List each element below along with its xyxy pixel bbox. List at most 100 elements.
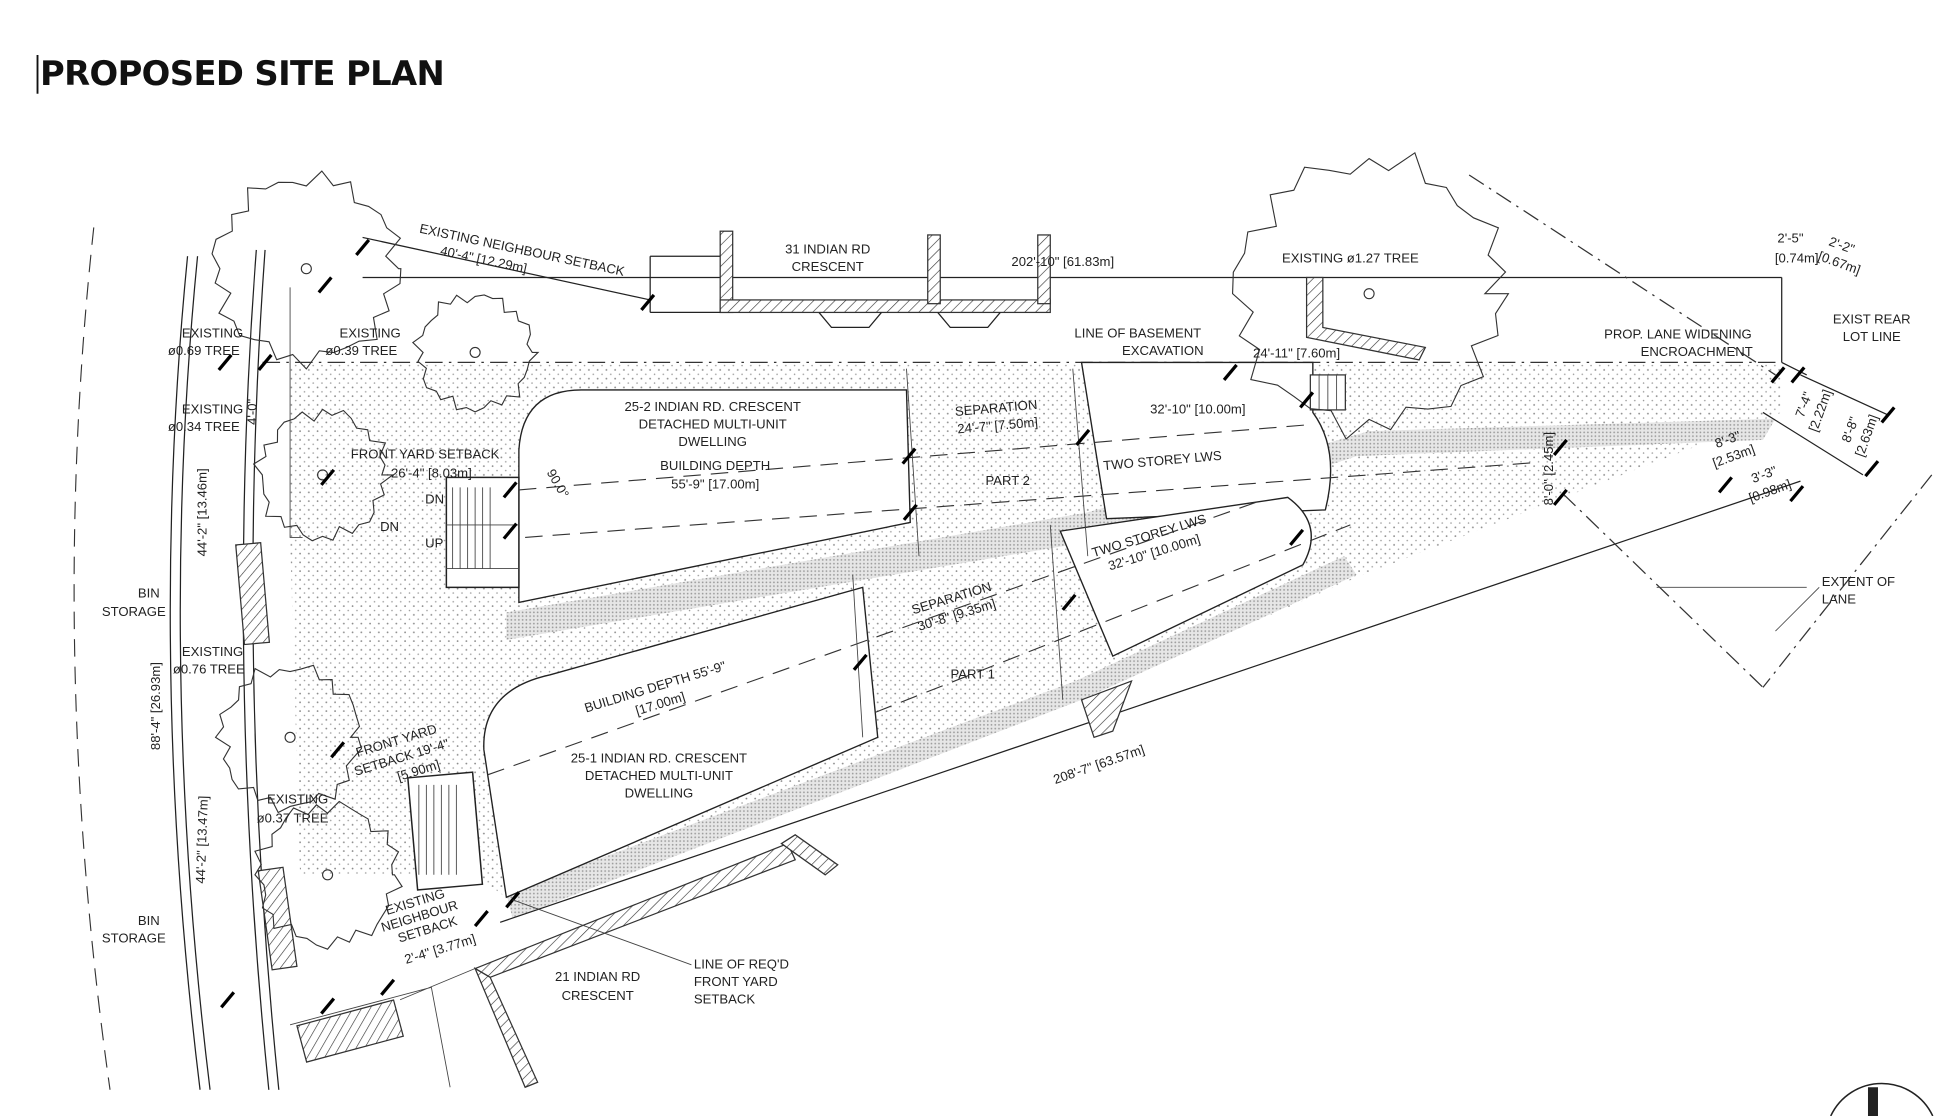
dimension-tick: [355, 238, 371, 256]
lws-part-2: [1080, 361, 1332, 520]
bin-storage-label-2: STORAGE: [102, 604, 166, 619]
dimension-tick: [317, 276, 333, 294]
extent-of-lane-label-2: LANE: [1822, 592, 1857, 607]
tree-127-label: EXISTING ø1.27 TREE: [1282, 250, 1419, 265]
dimension-tick: [1864, 460, 1880, 478]
indian-rd-21-label-2: CRESCENT: [562, 988, 634, 1003]
neighbour-building-31: [649, 230, 1051, 329]
neighbour-building-21: [289, 680, 1133, 1089]
req-front-yard-label: LINE OF REQ'D: [694, 957, 789, 972]
tree-039-label: EXISTING: [339, 325, 400, 340]
dim-2-5: 2'-5": [1777, 230, 1803, 245]
tree-canopy-icon: [254, 800, 403, 950]
north-arrow-icon: [1830, 1082, 1934, 1116]
part-1-label: PART 1: [951, 667, 995, 682]
extent-of-lane-lines: [1468, 174, 1933, 688]
dim-24-11: 24'-11" [7.60m]: [1253, 345, 1340, 360]
dimension-ticks: [217, 238, 1896, 1015]
dimension-tick: [380, 978, 396, 996]
dim-4-0: 4'-0": [244, 398, 259, 424]
south-lot-dimension: 208'-7" [63.57m]: [1051, 742, 1146, 787]
tree-canopy-icon: [252, 408, 395, 542]
page-title: PROPOSED SITE PLAN: [40, 54, 444, 93]
bin-storage-bottom-label-2: STORAGE: [102, 930, 166, 945]
dimension-tick: [1790, 366, 1806, 384]
walkway-band-lower: [506, 556, 1357, 919]
frontage-bottom-dim: 44'-2" [13.47m]: [193, 795, 211, 883]
setback-lines: [487, 368, 1538, 776]
dimension-tick: [217, 353, 233, 371]
front-yard-setback-dim: 26'-4" [8.03m]: [391, 465, 472, 480]
tree-039-label-2: ø0.39 TREE: [325, 343, 397, 358]
exist-rear-lot-line-2: LOT LINE: [1843, 329, 1901, 344]
bin-storage-bottom-label: BIN: [138, 913, 160, 928]
tree-trunk-icon: [300, 263, 312, 275]
dwelling-25-2-label: 25-2 INDIAN RD. CRESCENT: [625, 399, 801, 414]
dwelling-25-2-label-3: DWELLING: [678, 434, 747, 449]
lot-lines: [262, 236, 1889, 923]
dimension-tick: [502, 481, 518, 499]
dn-label-2: DN: [380, 519, 399, 534]
dimension-tick: [902, 503, 918, 521]
dwelling-25-1: [483, 586, 879, 899]
building-depth-2-dim: 55'-9" [17.00m]: [671, 477, 759, 492]
indian-rd-31-label: 31 INDIAN RD: [785, 242, 870, 257]
tree-trunk-icon: [469, 346, 481, 358]
dimension-tick: [502, 522, 518, 540]
tree-037-label: EXISTING: [267, 792, 328, 807]
dimension-tick: [1075, 428, 1091, 446]
part-2-label: PART 2: [986, 473, 1030, 488]
basement-excavation-label-2: EXCAVATION: [1122, 343, 1204, 358]
north-lot-dimension: 202'-10" [61.83m]: [1011, 254, 1114, 269]
dimension-tick: [1880, 406, 1896, 424]
basement-excavation-label: LINE OF BASEMENT: [1074, 325, 1201, 340]
tree-trunk-icon: [322, 869, 334, 881]
dimension-tick: [320, 997, 336, 1015]
dn-label: DN: [425, 492, 444, 507]
front-yard-setback-label: FRONT YARD SETBACK: [351, 447, 500, 462]
dimension-tick: [852, 653, 868, 671]
dwelling-25-2: [518, 389, 911, 604]
dwelling-25-2-label-2: DETACHED MULTI-UNIT: [639, 417, 787, 432]
separation-2-label: SEPARATION: [954, 397, 1038, 419]
dim-0-67: [0.67m]: [1816, 248, 1862, 277]
extent-of-lane-label: EXTENT OF: [1822, 574, 1895, 589]
tree-034-label: EXISTING: [182, 402, 243, 417]
stairs-25-1: [407, 771, 484, 891]
neighbour-building-rear: [1305, 276, 1427, 361]
dimension-tick: [320, 468, 336, 486]
tree-canopy-icon: [1231, 151, 1510, 440]
dimension-tick: [257, 353, 273, 371]
tree-076-label: EXISTING: [182, 644, 243, 659]
dimension-tick: [1222, 363, 1238, 381]
tree-037-label-2: ø0.37 TREE: [257, 810, 329, 825]
dimension-tick: [1717, 476, 1733, 494]
dimension-tick: [640, 293, 656, 311]
exist-rear-lot-line: EXIST REAR: [1833, 312, 1911, 327]
dimension-tick: [901, 447, 917, 465]
dimension-tick: [1289, 528, 1305, 546]
frontage-total-dim: 88'-4" [26.93m]: [148, 662, 163, 750]
dimension-tick: [1299, 391, 1315, 409]
up-label: UP: [425, 535, 443, 550]
dimension-tick: [1061, 593, 1077, 611]
bin-storage-top: [235, 542, 271, 646]
lane-widening-label: PROP. LANE WIDENING: [1604, 327, 1752, 342]
indian-rd-31-label-2: CRESCENT: [792, 259, 864, 274]
trees-layer: [211, 151, 1510, 950]
frontage-top-dim: 44'-2" [13.46m]: [194, 468, 209, 556]
stairs-rear: [1309, 374, 1346, 411]
tree-034-label-2: ø0.34 TREE: [168, 419, 240, 434]
tree-069-label-2: ø0.69 TREE: [168, 343, 240, 358]
dimension-tick: [330, 741, 346, 759]
street-curb-lines: [73, 227, 303, 1090]
indian-rd-21-label: 21 INDIAN RD: [555, 969, 640, 984]
req-front-yard-label-2: FRONT YARD: [694, 974, 778, 989]
dim-0-74: [0.74m]: [1775, 250, 1819, 265]
bin-storage-label: BIN: [138, 585, 160, 600]
dimension-tick: [1552, 488, 1568, 506]
tree-trunk-icon: [1363, 288, 1375, 300]
dwelling-25-1-label-3: DWELLING: [625, 785, 694, 800]
lws-part-1: [1059, 496, 1312, 658]
